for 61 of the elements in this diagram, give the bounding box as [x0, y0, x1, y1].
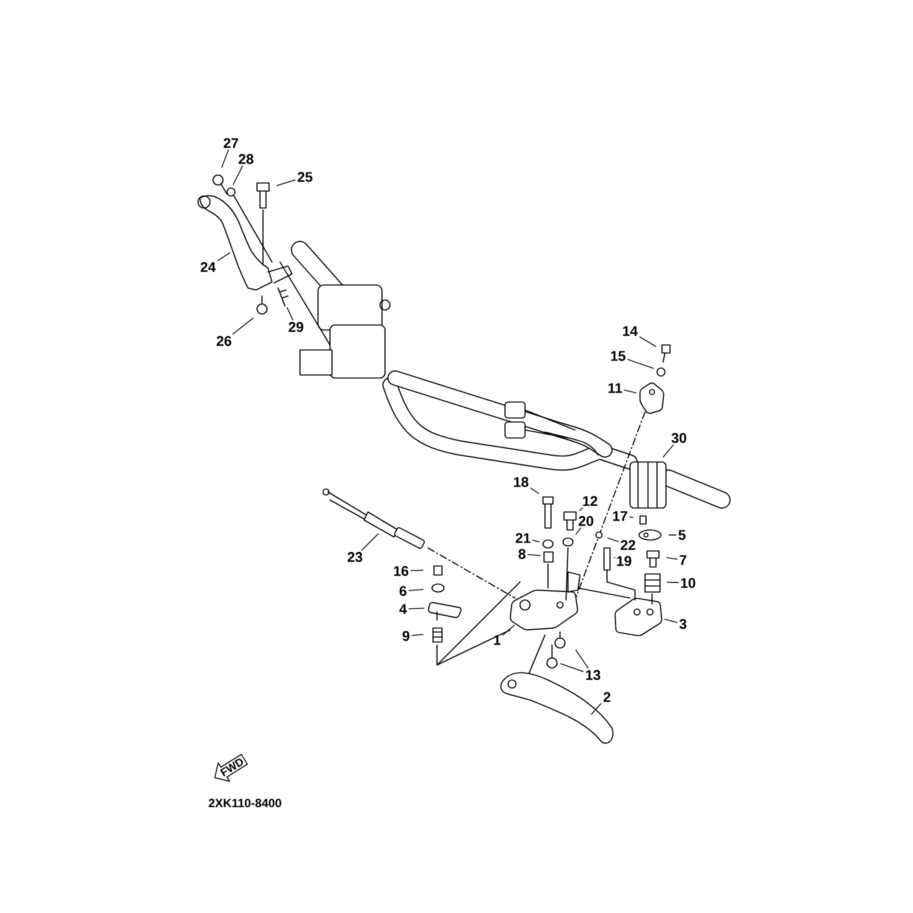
callout-number: 27: [224, 138, 238, 148]
callout-number: 2: [604, 692, 610, 702]
leader-line: [232, 166, 243, 185]
callout-number: 19: [617, 556, 632, 566]
callout-number: 24: [200, 262, 216, 272]
leader-line: [217, 252, 230, 262]
leader-line: [412, 634, 424, 636]
callout-number: 20: [578, 516, 594, 526]
callout-number: 5: [678, 530, 686, 540]
leader-line: [639, 336, 656, 347]
leader-line: [666, 557, 678, 560]
callout-number: 22: [620, 540, 636, 550]
callout-number: 11: [608, 383, 622, 393]
leader-line: [666, 582, 679, 584]
leader-line: [662, 444, 674, 458]
leader-line: [576, 528, 582, 534]
leader-line: [607, 538, 619, 542]
leader-line: [579, 508, 583, 512]
callout-number: 18: [514, 477, 528, 487]
callout-number: 29: [288, 322, 304, 332]
callout-number: 15: [611, 351, 626, 361]
callout-number: 4: [399, 604, 407, 614]
callout-number: 30: [672, 433, 686, 443]
leader-line: [629, 516, 634, 518]
leader-line: [408, 608, 424, 610]
callout-number: 3: [679, 619, 686, 629]
callout-number: 12: [583, 496, 598, 506]
callout-number: 14: [623, 326, 638, 336]
leader-line: [362, 533, 379, 550]
leader-line: [410, 570, 424, 572]
callout-number: 7: [680, 555, 686, 565]
leader-line: [532, 540, 540, 542]
callout-number: 16: [394, 566, 408, 576]
leader-line: [530, 488, 540, 494]
leader-line: [528, 554, 540, 556]
leader-line: [408, 588, 424, 591]
callout-number: 13: [586, 670, 600, 680]
callout-number: 8: [518, 549, 526, 559]
leader-line: [614, 557, 616, 558]
leader-line: [221, 150, 229, 168]
leader-line: [575, 650, 589, 668]
leader-line: [624, 390, 637, 394]
callout-number: 10: [681, 578, 696, 588]
leader-line: [590, 703, 602, 715]
callout-number: 17: [613, 511, 628, 521]
leader-line: [286, 307, 294, 320]
leader-line: [560, 663, 584, 672]
callout-number: 9: [402, 631, 410, 641]
leader-line: [627, 359, 654, 369]
leader-line: [232, 318, 254, 334]
leader-line: [668, 534, 677, 536]
leader-line: [502, 624, 515, 636]
leader-line: [664, 618, 678, 623]
part-number: 2XK110-8400: [208, 798, 282, 808]
callout-number: 21: [516, 533, 530, 543]
callout-number: 25: [298, 172, 312, 182]
callout-number: 23: [348, 552, 362, 562]
callout-number: 6: [400, 586, 406, 596]
callout-number: 28: [238, 154, 254, 164]
leader-line: [276, 180, 296, 186]
callout-number: 26: [216, 336, 232, 346]
